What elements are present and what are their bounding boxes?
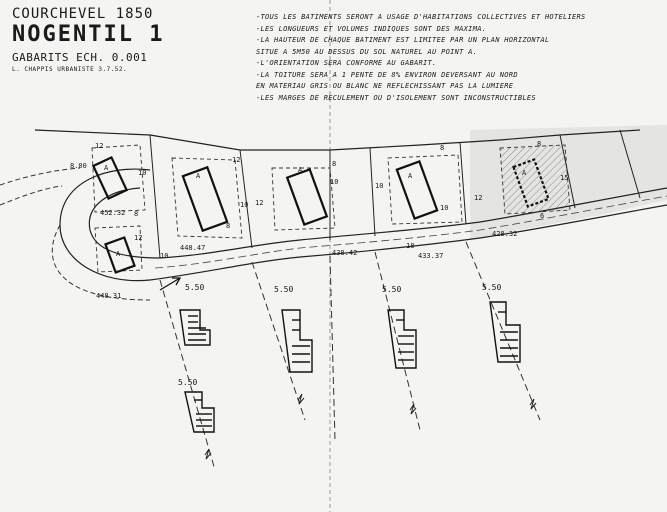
upper-boundary-line [34, 129, 641, 151]
project-location: COURCHEVEL 1850 [12, 6, 154, 22]
elev-label: 8.00 [70, 162, 87, 170]
dim-label: 6 [540, 212, 544, 220]
building-4 [285, 167, 329, 227]
note-line: -LES MARGES DE RECULEMENT OU D'ISOLEMENT… [256, 93, 536, 102]
regulation-notes: -TOUS LES BATIMENTS SERONT A USAGE D'HAB… [256, 12, 666, 104]
drawing-scale: GABARITS ECH. 0.001 [12, 51, 148, 64]
lower-lot-lines [159, 241, 541, 471]
hatched-lot [500, 145, 570, 214]
curved-road-left-outer [59, 168, 151, 282]
point-a-label: A [522, 169, 527, 177]
gauge-2 [281, 309, 313, 373]
elev-label: 428.32 [492, 230, 517, 238]
building-1 [91, 155, 129, 201]
dim-label: 10 [240, 201, 248, 209]
dim-label: 12 [255, 199, 263, 207]
point-a-label: A [298, 166, 303, 174]
gauge-3 [387, 309, 417, 369]
author-date: L. CHAPPIS URBANISTE 3.7.52. [12, 66, 128, 73]
elev-label: 438.42 [332, 249, 357, 257]
road-edge-upper [159, 187, 667, 259]
note-line: -LA HAUTEUR DE CHAQUE BATIMENT EST LIMIT… [256, 36, 550, 44]
building-2 [104, 236, 136, 274]
dim-label: 10 [440, 204, 448, 212]
road-edge-lower [149, 204, 667, 281]
dim-label: 12 [232, 156, 240, 164]
building-5 [395, 160, 439, 220]
dim-label: 10 [330, 178, 338, 186]
point-a-label: A [408, 172, 413, 180]
height-label: 5.50 [274, 285, 293, 294]
dim-label: 8 [440, 144, 444, 152]
building-3 [181, 165, 229, 233]
dim-label: 8 [332, 160, 336, 168]
height-label: 5.50 [482, 283, 501, 292]
dim-label: 8 [226, 222, 230, 230]
note-line: EN MATERIAU GRIS OU BLANC NE REFLECHISSA… [256, 82, 514, 90]
height-label: 5.50 [178, 378, 197, 387]
dim-label: 15 [560, 174, 568, 182]
elev-label: 448.31 [96, 292, 121, 300]
note-line: SITUE A 5M50 AU DESSUS DU SOL NATUREL AU… [256, 47, 478, 56]
dim-label: 10 [160, 252, 168, 260]
dim-label: 10 [138, 169, 146, 177]
height-label: 5.50 [382, 285, 401, 294]
gauge-4 [489, 301, 521, 363]
dim-label: 12 [474, 194, 482, 202]
access-path-upper [0, 167, 81, 186]
height-gauges [179, 301, 521, 433]
note-line: -TOUS LES BATIMENTS SERONT A USAGE D'HAB… [256, 13, 586, 21]
elev-label: 448.47 [180, 244, 205, 252]
elev-label: 12 [95, 142, 103, 150]
gauge-1 [179, 309, 211, 346]
dim-label: 8 [537, 140, 541, 148]
buildings [91, 155, 550, 274]
dim-label: 8 [134, 210, 138, 218]
elev-label: 452.32 [100, 209, 125, 217]
building-6 [512, 158, 550, 208]
note-line: -LES LONGUEURS ET VOLUMES INDIQUES SONT … [256, 24, 487, 33]
point-a-label: A [196, 172, 201, 180]
note-line: -L'ORIENTATION SERA CONFORME AU GABARIT. [256, 59, 437, 67]
dim-label: 10 [375, 182, 383, 190]
title-block: COURCHEVEL 1850 NOGENTIL 1 GABARITS ECH.… [12, 6, 164, 73]
height-label: 5.50 [185, 283, 204, 292]
point-a-label: A [104, 164, 109, 172]
lot-dividers [149, 129, 641, 259]
access-arrow [159, 277, 182, 291]
dim-label: 12 [134, 234, 142, 242]
access-path-lower [0, 185, 63, 206]
dim-label: 18 [406, 242, 414, 250]
plan-labels: 8.00 12 10 452.32 8 12 448.31 10 448.47 … [70, 140, 568, 387]
note-line: -LA TOITURE SERA A 1 PENTE DE 8% ENVIRON… [256, 70, 518, 79]
curved-road-left [88, 187, 161, 259]
point-a-label: A [116, 250, 121, 258]
project-title: NOGENTIL 1 [12, 22, 165, 47]
gauge-5 [184, 391, 215, 433]
road-centerline [154, 195, 667, 269]
break-marks [204, 393, 537, 460]
elev-label: 433.37 [418, 252, 443, 260]
